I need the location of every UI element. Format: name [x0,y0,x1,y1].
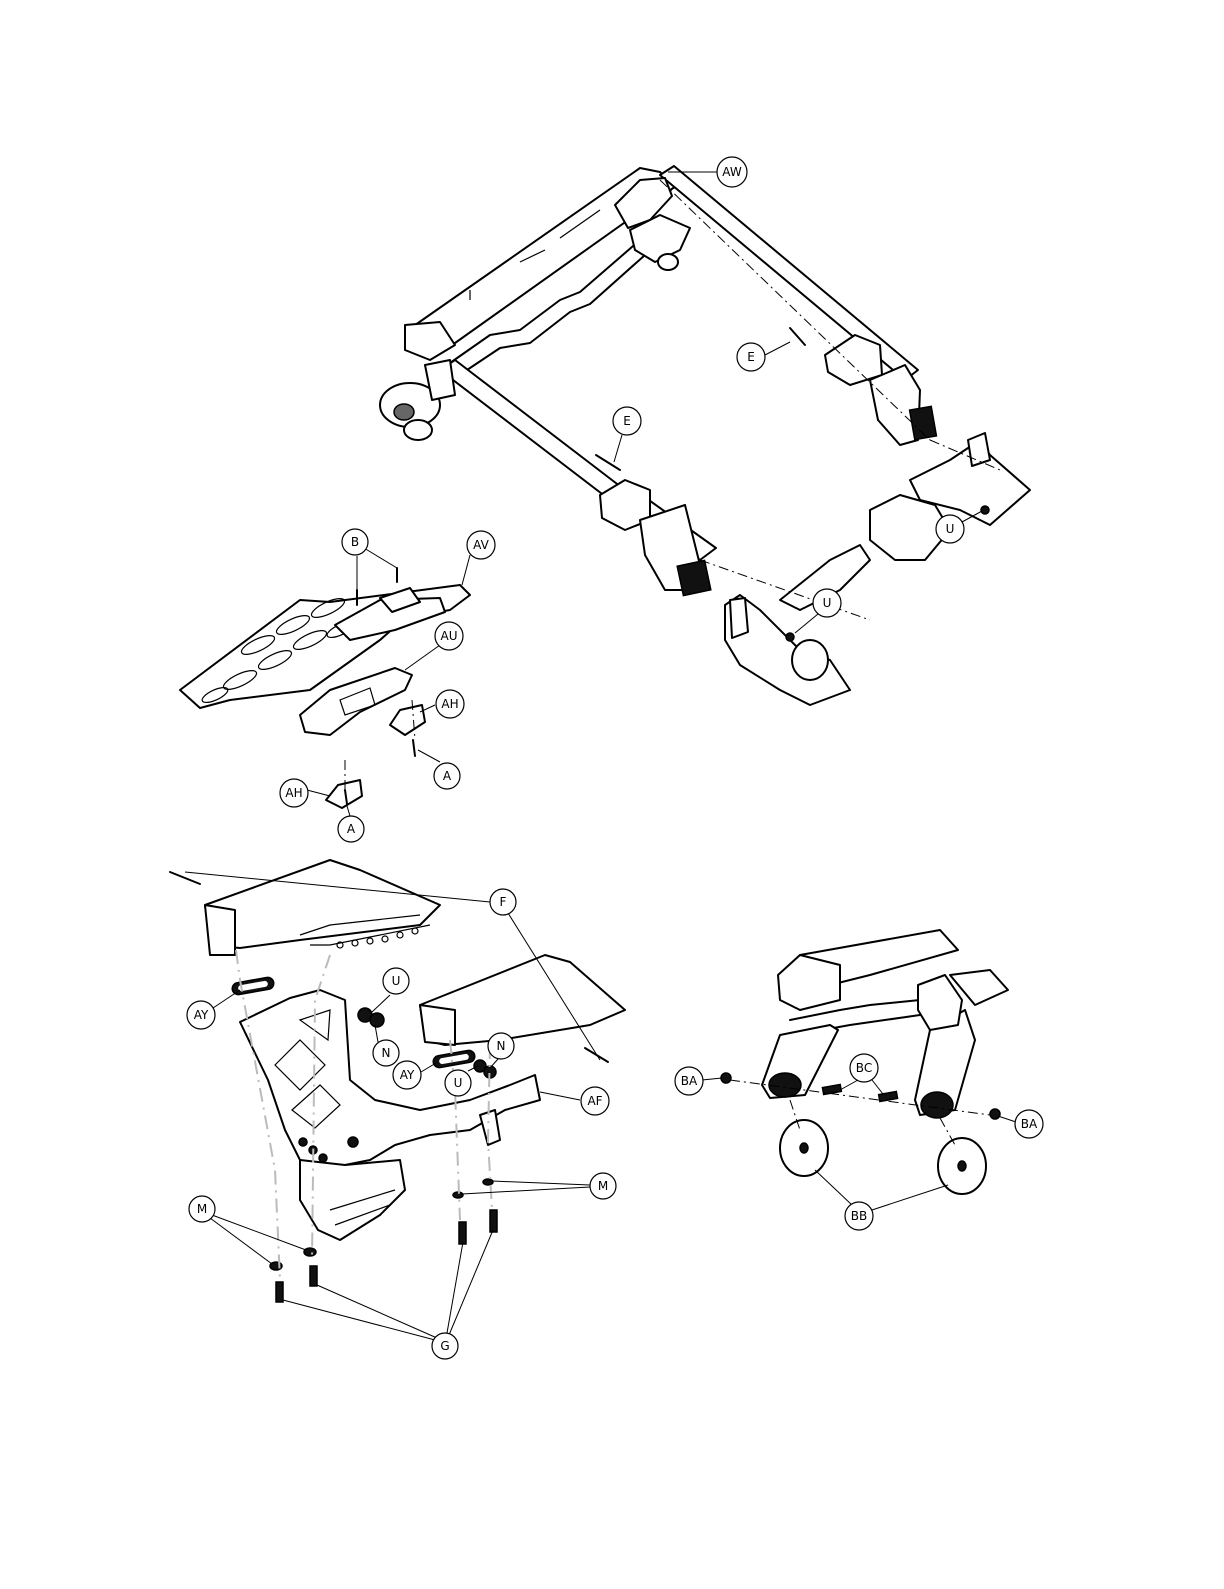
frame-cross-tube [440,360,625,500]
callout-ay-left: AY [187,990,240,1029]
callout-n-left: N [373,1025,399,1066]
callout-av: AV [462,531,495,585]
callout-ah-left: AH [280,779,330,807]
callout-label: BB [851,1209,867,1223]
callout-b: B [342,529,397,590]
callout-bb: BB [815,1170,948,1230]
frame-assembly-view [380,166,1030,705]
callout-label: AF [587,1094,602,1108]
callout-bc: BC [840,1054,883,1094]
callout-ay-right: AY [393,1061,436,1089]
callout-label: M [598,1179,608,1193]
callout-u-right-bracket: U [445,1066,478,1096]
callout-e-left: E [613,407,641,462]
callout-label: AY [400,1068,415,1082]
callout-label: E [747,350,755,364]
callout-label: F [500,895,507,909]
callout-m-left: M [189,1196,306,1264]
callout-ba-right: BA [998,1110,1043,1138]
callout-label: N [382,1046,391,1060]
callout-label: E [623,414,631,428]
seat-plate-view [180,568,470,808]
callout-label: U [454,1076,463,1090]
callout-n-right: N [488,1033,514,1068]
callout-label: U [823,596,832,610]
callout-label: A [443,769,452,783]
callout-label: AU [441,629,458,643]
callout-label: AH [441,697,458,711]
callout-label: BA [1021,1117,1038,1131]
callout-e-right: E [737,342,790,371]
callout-label: AW [722,165,742,179]
callout-label: U [392,974,401,988]
callout-a-right: A [418,750,460,789]
callout-label: G [440,1339,449,1353]
callout-label: N [497,1039,506,1053]
callout-label: A [347,822,356,836]
callout-label: AH [285,786,302,800]
callout-ba-left: BA [675,1067,722,1095]
callout-label: BC [856,1061,872,1075]
callout-u-mid: U [372,968,409,1012]
callout-label: M [197,1202,207,1216]
callout-label: B [351,535,359,549]
callout-ah-right: AH [420,690,464,718]
callout-au: AU [405,622,463,670]
callout-a-left: A [338,806,364,842]
callout-af: AF [540,1087,609,1115]
callout-label: AV [473,538,489,552]
callout-label: BA [681,1074,698,1088]
callout-m-right: M [462,1173,616,1199]
callout-label: AY [194,1008,209,1022]
callout-label: U [946,522,955,536]
